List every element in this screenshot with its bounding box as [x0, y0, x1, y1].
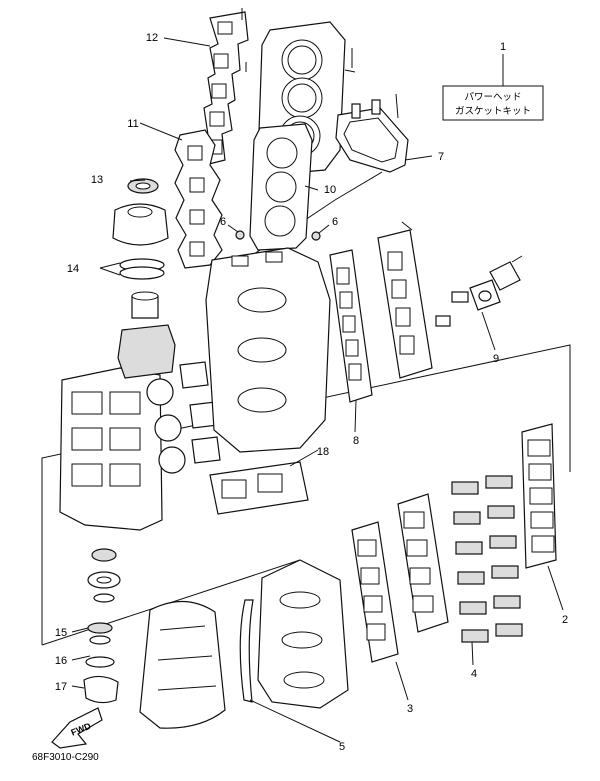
kit-label-line1: パワーヘッド — [464, 92, 521, 103]
crankcase-half — [59, 367, 163, 531]
drawing-code: 68F3010-C290 — [32, 752, 99, 763]
callout-6-left: 6 — [220, 216, 226, 228]
part-17-housing — [83, 675, 119, 704]
callout-leaders — [71, 37, 564, 743]
callout-4: 4 — [471, 668, 477, 680]
part-2-intake-gasket — [521, 423, 557, 569]
part-5-seal-ring — [239, 599, 254, 703]
part-9-thermostat-parts — [435, 255, 523, 327]
kit-label-line2: ガスケットキット — [455, 106, 531, 117]
part-6-washers — [235, 230, 321, 241]
silencer-cover — [139, 600, 226, 729]
part-11-exhaust-gasket — [174, 129, 223, 269]
part-8-side-gasket — [329, 249, 373, 403]
callout-13: 13 — [91, 174, 103, 186]
callout-17: 17 — [55, 681, 67, 693]
cylinder-block — [205, 247, 331, 453]
crankshaft-assembly — [117, 324, 221, 474]
part-16-washer — [89, 635, 111, 645]
callout-16: 16 — [55, 655, 67, 667]
lower-seals — [83, 548, 121, 704]
part-13-oil-seal — [127, 178, 159, 194]
callout-11: 11 — [127, 118, 138, 130]
callout-14: 14 — [67, 263, 79, 275]
part-3-manifold-gasket — [351, 521, 399, 663]
callout-3: 3 — [407, 703, 413, 715]
bushing — [131, 291, 159, 319]
fwd-arrow-icon: FWD — [51, 707, 103, 749]
part-18-base-gasket — [209, 461, 309, 515]
callout-6-right: 6 — [332, 216, 338, 228]
intake-manifold — [257, 559, 349, 709]
callout-10: 10 — [324, 184, 336, 196]
callout-2: 2 — [562, 614, 568, 626]
callout-18: 18 — [317, 446, 329, 458]
part-7-cover-gasket — [335, 93, 409, 173]
callout-numbers: 1 2 3 4 5 6 6 7 8 9 10 11 12 13 14 15 16… — [55, 32, 568, 753]
callout-1: 1 — [500, 41, 506, 53]
part-4-reed-valves — [451, 475, 523, 643]
reed-plate — [397, 493, 449, 633]
callout-15: 15 — [55, 627, 67, 639]
side-cover-plate — [377, 221, 433, 379]
callout-9: 9 — [493, 353, 499, 365]
upper-bearing-housing — [112, 203, 169, 246]
callout-12: 12 — [146, 32, 158, 44]
part-10-head-gasket — [249, 123, 313, 251]
kit-label-box: パワーヘッド ガスケットキット — [442, 54, 544, 121]
part-14-o-rings — [119, 258, 165, 280]
part-15-seal — [87, 622, 113, 634]
callout-7: 7 — [438, 151, 444, 163]
callout-5: 5 — [339, 741, 345, 753]
callout-8: 8 — [353, 435, 359, 447]
